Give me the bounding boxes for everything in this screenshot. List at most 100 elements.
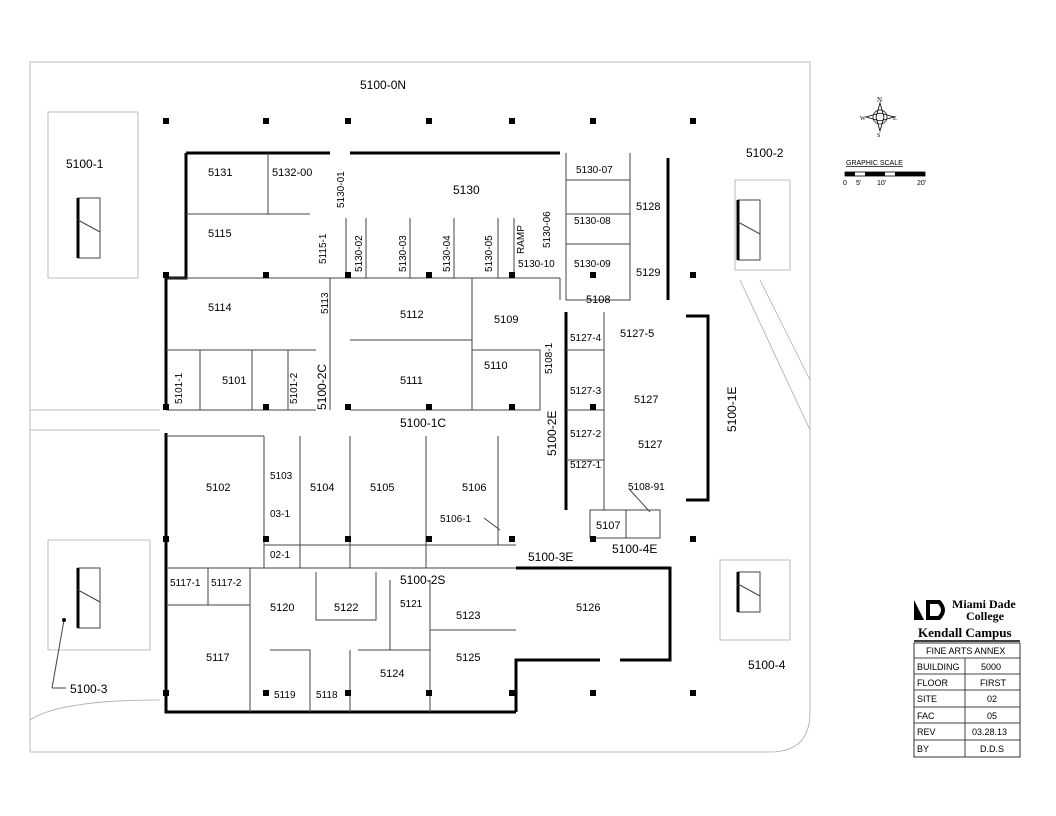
site-boundary [29,61,811,753]
room-label: 5130-02 [354,235,365,272]
room-label: 5107 [596,520,620,532]
room-label: 5130-07 [576,165,613,176]
room-label: 5127-1 [570,460,602,471]
room-label: 5126 [576,602,600,614]
room-label: 5102 [206,482,230,494]
room-label: 5120 [270,602,294,614]
leader-5100-3 [51,619,65,689]
room-label: 5124 [380,668,404,680]
room-label: 5109 [494,314,518,326]
leader-dot [62,618,66,622]
room-label: 5132-00 [272,167,312,179]
room-label: 5130-01 [336,171,347,208]
zone-label: 5100-1C [400,416,446,430]
graphic-scale: GRAPHIC SCALE 0 5' 10' 20' [843,160,926,187]
exterior-walls [164,151,710,714]
site-area-east [734,179,791,271]
room-label: 03-1 [270,509,290,520]
row-value: 05 [987,711,997,721]
room-label: 5110 [484,360,508,372]
room-label: 5104 [310,482,334,494]
row-label: BY [917,744,929,754]
room-label: 5127 [638,439,662,451]
room-label: 5108-91 [628,482,665,493]
title-block: Miami Dade College Kendall Campus FINE A… [913,597,1021,758]
stair-southeast [736,571,761,613]
room-label: 5117 [206,652,230,664]
room-label: 5130 [453,183,480,197]
room-label: 5131 [208,167,232,179]
compass-east: E [893,116,897,122]
zone-label: 5100-2S [400,573,445,587]
room-label: 5122 [334,602,358,614]
room-label: 5108-1 [544,342,555,374]
room-label: 5115-1 [318,233,329,264]
room-label: 5101 [222,375,246,387]
room-label: 5130-03 [398,235,409,272]
room-labels: 5131 5132-00 5130-01 5130 5130-07 5128 5… [170,165,665,701]
room-label: 5130-08 [574,216,611,227]
stair-west [76,197,101,259]
row-label: FLOOR [917,678,949,688]
room-label: 5118 [316,690,338,701]
zone-label: 5100-3E [528,550,573,564]
stair-east [736,199,761,261]
room-label: 5130-09 [574,259,611,270]
room-label: 5130-04 [442,235,453,272]
room-label: 5113 [320,292,331,314]
zone-label: 5100-3 [70,682,108,696]
room-label: 5111 [400,375,423,387]
zone-label: 5100-0N [360,78,406,92]
room-label: 5125 [456,652,480,664]
compass-north: N [877,96,882,104]
room-label: 5127-3 [570,386,602,397]
leader-5108-91 [629,489,651,513]
row-value: 03.28.13 [972,727,1007,737]
scale-title: GRAPHIC SCALE [846,160,903,167]
walkway-lines [29,409,161,721]
ramp-lines-east [739,279,811,431]
room-label: 5101-1 [174,372,185,404]
campus-name: Kendall Campus [918,625,1012,640]
row-value: D.D.S [980,744,1004,754]
room-label: 5127-4 [570,333,602,344]
row-value: 02 [987,694,997,704]
zone-label: 5100-1 [66,157,104,171]
building-name: FINE ARTS ANNEX [926,646,1005,656]
room-label: 5115 [208,228,232,240]
logo-text-line1: Miami Dade [952,597,1016,611]
row-value: 5000 [981,662,1001,672]
college-logo [914,600,945,620]
room-label: 5119 [274,690,296,701]
site-area-southeast [719,559,791,641]
compass-rose-icon: N S E W [860,96,897,139]
room-label: 5128 [636,201,660,213]
structural-columns [163,118,696,696]
room-label: 5117-2 [211,578,242,589]
leader-5106-1 [483,517,501,531]
site-area-southwest [47,539,151,651]
room-label: 02-1 [270,550,290,561]
room-label: 5127 [634,394,658,406]
zone-label: 5100-4E [612,542,657,556]
compass-south: S [877,133,880,139]
zone-label: 5100-2E [545,411,559,456]
row-value: FIRST [980,678,1007,688]
room-label: 5130-05 [484,235,495,272]
stair-southwest [76,567,101,629]
room-label: 5123 [456,610,480,622]
scale-tick: 20' [917,180,926,187]
room-label: 5112 [400,309,424,321]
scale-tick: 0 [843,180,847,187]
room-label: 5114 [208,302,232,314]
row-label: FAC [917,711,935,721]
room-label: 5108 [586,294,610,306]
logo-text-line2: College [966,609,1005,623]
room-label: 5130-06 [542,211,553,248]
scale-tick: 5' [856,180,861,187]
site-area-west [47,111,139,279]
interior-walls [166,153,661,712]
room-label: 5105 [370,482,394,494]
room-label: 5106-1 [440,514,472,525]
